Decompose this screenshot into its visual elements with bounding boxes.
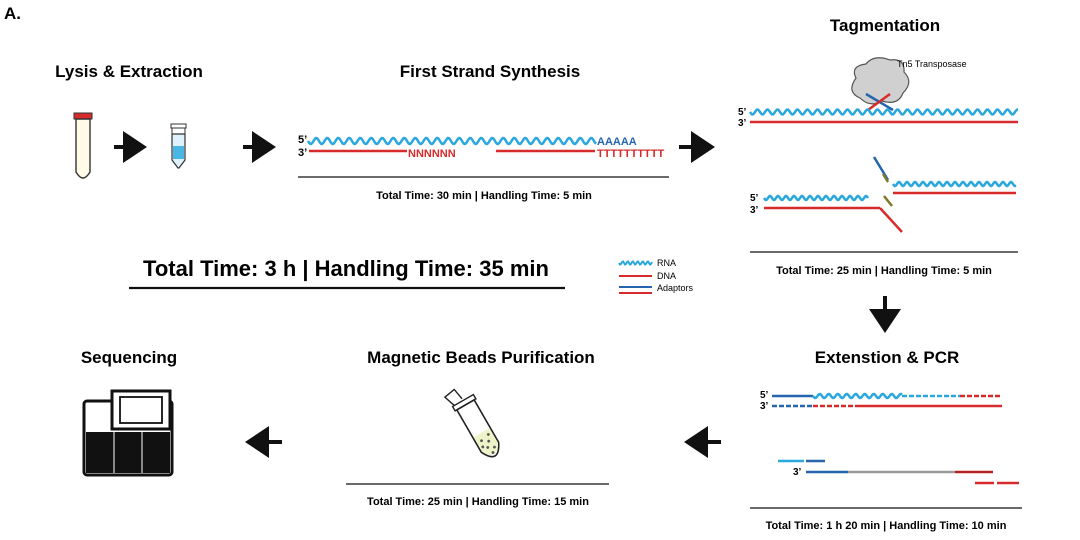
extension-title: Extenstion & PCR <box>815 348 960 367</box>
sequencer-icon <box>82 389 174 477</box>
beads-title: Magnetic Beads Purification <box>367 348 595 367</box>
tn5-label: Tn5 Transposase <box>897 59 967 69</box>
poly-a-label: AAAAA <box>597 136 637 148</box>
rna-strand <box>762 194 870 202</box>
five-prime-label: 5’ <box>750 193 759 204</box>
rna-strand <box>891 180 1017 188</box>
first-strand-step: First Strand Synthesis 5’ 3’ AAAAA NNNNN… <box>298 62 715 202</box>
five-prime-label: 5’ <box>760 390 769 401</box>
legend-adaptor-label: Adaptors <box>657 283 694 293</box>
legend-dna-label: DNA <box>657 271 676 281</box>
three-prime-label: 3’ <box>298 147 307 159</box>
lysis-step: Lysis & Extraction <box>55 62 276 179</box>
adaptor-strand <box>867 92 891 112</box>
five-prime-label: 5’ <box>738 107 747 118</box>
five-prime-label: 5’ <box>298 134 307 146</box>
overall-time: Total Time: 3 h | Handling Time: 35 min <box>143 256 549 281</box>
tagmentation-time: Total Time: 25 min | Handling Time: 5 mi… <box>776 265 992 277</box>
rna-strand <box>306 136 597 146</box>
sequencing-title: Sequencing <box>81 348 177 367</box>
bead-tube-icon <box>443 388 500 458</box>
tagmentation-step: Tagmentation Tn5 Transposase 5’ 3’ 5’ 3’… <box>738 16 1018 333</box>
extension-time: Total Time: 1 h 20 min | Handling Time: … <box>766 520 1007 532</box>
adaptor-strand <box>881 173 890 183</box>
beads-step: Magnetic Beads Purification Total Time: … <box>245 348 609 508</box>
three-prime-label: 3’ <box>738 118 747 129</box>
first-strand-time: Total Time: 30 min | Handling Time: 5 mi… <box>376 190 592 202</box>
sample-tube-icon <box>73 112 93 179</box>
sequencing-step: Sequencing <box>81 348 177 477</box>
adaptor-strand <box>883 195 893 207</box>
three-prime-label: 3’ <box>793 467 802 478</box>
panel-label: A. <box>4 4 21 23</box>
beads-time: Total Time: 25 min | Handling Time: 15 m… <box>367 496 589 508</box>
random-primer-label: NNNNNN <box>408 148 456 160</box>
tn5-transposase-icon <box>851 57 910 105</box>
legend-rna-label: RNA <box>657 258 676 268</box>
tagmentation-title: Tagmentation <box>830 16 940 35</box>
extension-step: Extenstion & PCR 5’ 3’ 3’ Total Time: 1 … <box>684 348 1022 532</box>
overall-summary: Total Time: 3 h | Handling Time: 35 min <box>129 256 565 290</box>
legend-rna-swatch <box>618 260 653 266</box>
rna-strand <box>812 392 903 400</box>
three-prime-label: 3’ <box>760 401 769 412</box>
oligo-dt-label: TTTTTTTTTT <box>597 148 664 160</box>
adaptor-strand <box>879 207 903 233</box>
first-strand-title: First Strand Synthesis <box>400 62 580 81</box>
rna-strand <box>748 108 1018 116</box>
three-prime-label: 3’ <box>750 205 759 216</box>
spin-column-icon <box>170 123 187 169</box>
lysis-title: Lysis & Extraction <box>55 62 203 81</box>
legend: RNA DNA Adaptors <box>618 258 694 294</box>
